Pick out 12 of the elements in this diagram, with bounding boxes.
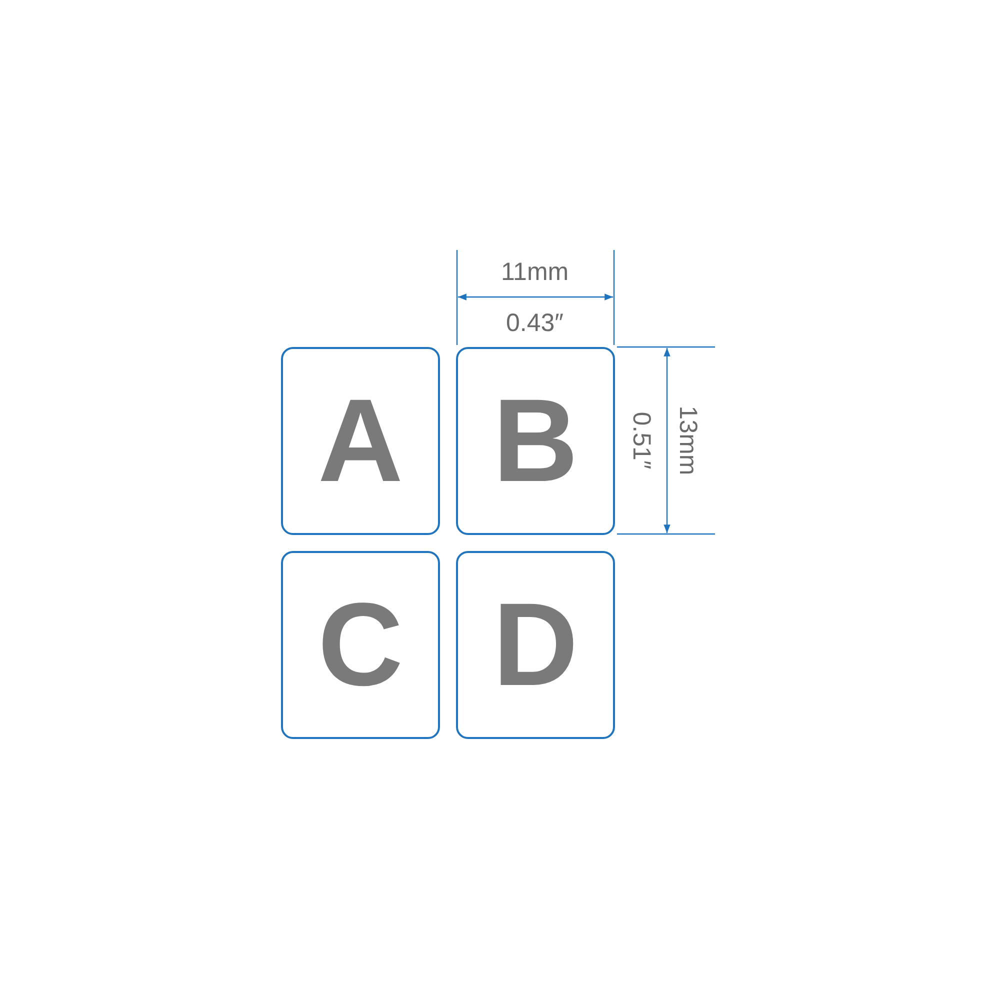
dimension-label: 13mm (674, 405, 700, 475)
key-letter: C (318, 586, 404, 704)
key-letter: A (318, 382, 404, 500)
dimension-label: 11mm (501, 260, 569, 284)
dimension-label: 0.43″ (506, 310, 564, 336)
key-sticker (281, 347, 440, 535)
key-sticker (456, 551, 615, 739)
key-letter: D (492, 586, 578, 704)
key-sticker (281, 551, 440, 739)
key-sticker (456, 347, 615, 535)
key-letter: B (492, 382, 578, 500)
dimension-label: 0.51″ (628, 411, 654, 469)
